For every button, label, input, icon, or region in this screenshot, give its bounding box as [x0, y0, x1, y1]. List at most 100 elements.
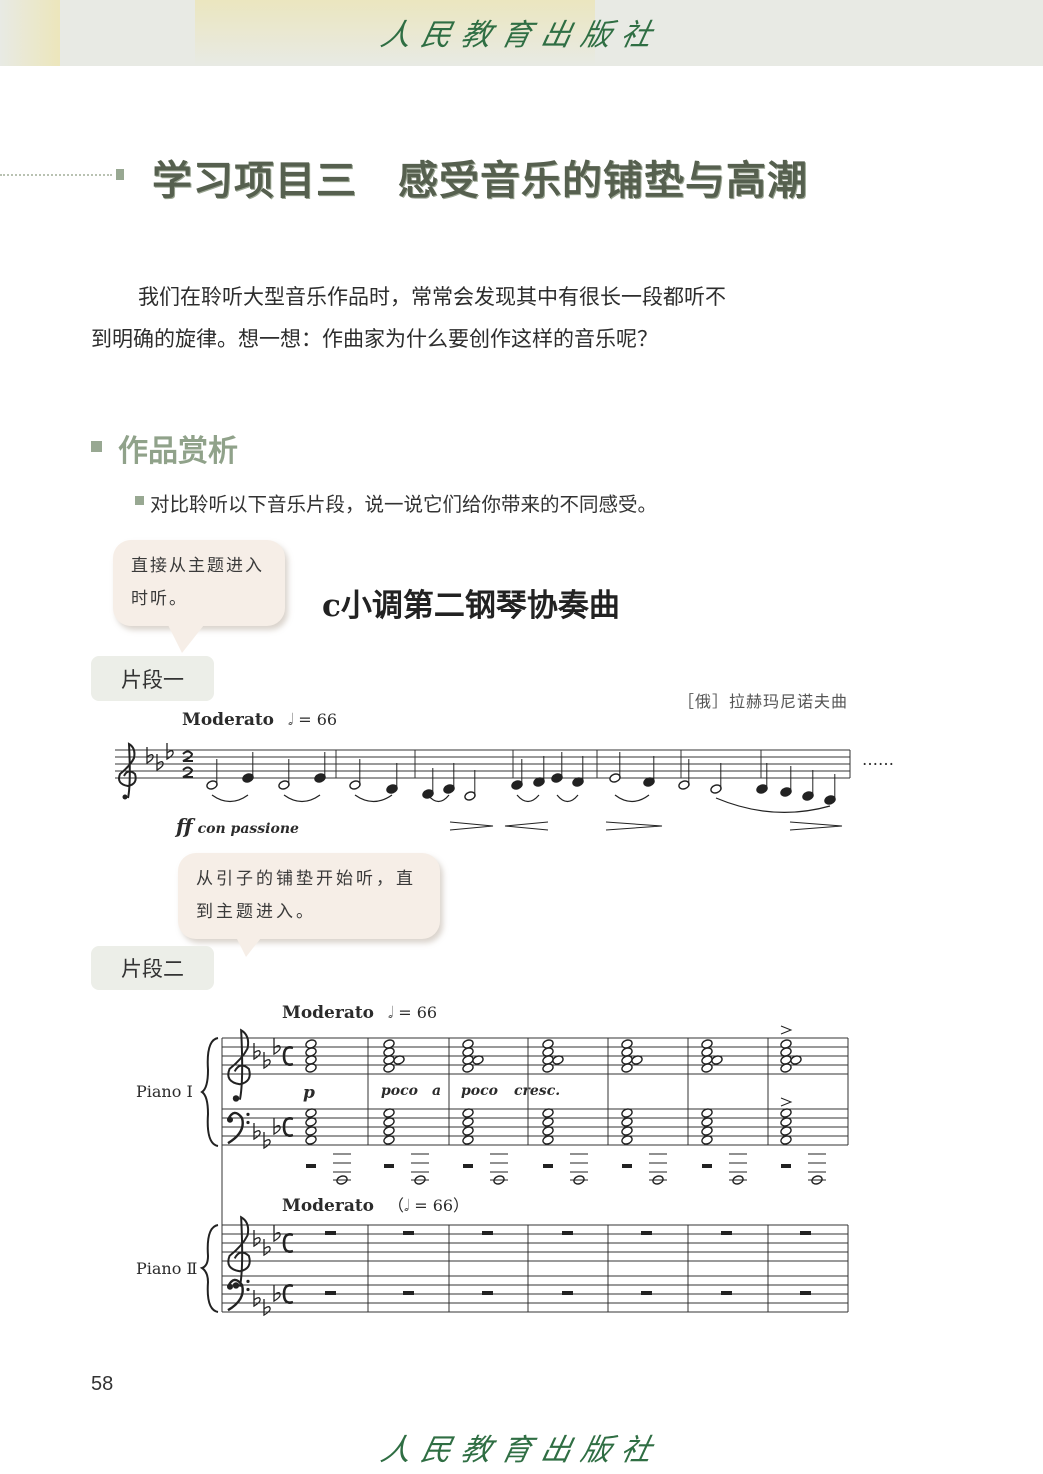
whole-rest — [403, 1291, 414, 1295]
note-head — [305, 1117, 317, 1127]
bass-clef — [226, 1111, 244, 1145]
flat-sign — [273, 1038, 281, 1056]
whole-rest — [800, 1291, 811, 1295]
flat-sign — [253, 1043, 261, 1061]
note-head — [780, 1135, 792, 1145]
flat-sign — [263, 1132, 271, 1150]
note-head — [701, 1135, 713, 1145]
note-head — [780, 1117, 792, 1127]
accent — [780, 1025, 793, 1035]
continuation-dots: …… — [862, 750, 894, 769]
decrescendo-hairpin — [789, 821, 843, 831]
whole-rest — [562, 1291, 573, 1295]
dynamic-marks: p poco a poco cresc. — [0, 1083, 1043, 1103]
instruction-text: 对比聆听以下音乐片段，说一说它们给你带来的不同感受。 — [150, 493, 658, 516]
common-time — [282, 1046, 294, 1066]
note-head — [462, 1108, 474, 1118]
note-head — [542, 1117, 554, 1127]
whole-rest — [325, 1231, 336, 1235]
tempo-word: Moderato — [182, 710, 275, 730]
brace — [200, 1037, 219, 1147]
speech-bubble-tail — [168, 625, 204, 653]
note-head — [383, 1135, 395, 1145]
intro-line: 到明确的旋律。想一想：作曲家为什么要创作这样的音乐呢？ — [91, 327, 658, 351]
treble-clef-dot — [122, 794, 128, 800]
dynamic-mark: p — [303, 1083, 315, 1103]
bass-clef-dot — [227, 1116, 233, 1123]
common-time — [282, 1233, 294, 1253]
decrescendo-hairpin — [449, 821, 494, 831]
note-head — [542, 1063, 554, 1073]
decrescendo-hairpin — [605, 821, 663, 831]
intro-paragraph: 我们在聆听大型音乐作品时，常常会发现其中有很长一段都听不 到明确的旋律。想一想：… — [91, 276, 831, 360]
whole-rest — [482, 1231, 493, 1235]
bass-clef-dot — [246, 1287, 250, 1292]
whole-rest — [641, 1291, 652, 1295]
slur — [614, 794, 650, 803]
whole-rest — [641, 1231, 652, 1235]
flat-sign — [273, 1285, 281, 1303]
whole-rest — [800, 1231, 811, 1235]
excerpt-label: 片段一 — [91, 656, 214, 701]
header-decoration — [0, 0, 60, 66]
dynamic-ff: ff — [176, 814, 193, 838]
note-head — [621, 1117, 633, 1127]
bullet-marker — [135, 496, 144, 505]
treble-clef — [227, 1215, 251, 1287]
bass-clef-dot — [246, 1279, 250, 1283]
note-head — [462, 1126, 474, 1136]
instrument-label: Piano Ⅱ — [136, 1259, 198, 1278]
rest — [463, 1164, 473, 1168]
expression-marking: ff con passione — [176, 814, 299, 838]
dynamic-mark: poco — [461, 1083, 498, 1099]
treble-clef — [227, 1028, 251, 1100]
note-head — [462, 1117, 474, 1127]
note-head — [701, 1126, 713, 1136]
bass-clef-dot — [246, 1112, 250, 1116]
note-head — [780, 1063, 792, 1073]
note-head — [621, 1063, 633, 1073]
header-decoration — [195, 0, 595, 66]
crescendo-hairpin — [504, 821, 549, 831]
speech-bubble: 从引子的铺垫开始听，直到主题进入。 — [178, 853, 440, 939]
note-head — [393, 1055, 405, 1065]
page-number: 58 — [91, 1373, 114, 1395]
expression-text: con passione — [197, 821, 299, 837]
note-head — [305, 1063, 317, 1073]
dynamic-mark: poco — [381, 1083, 418, 1099]
flat-sign — [253, 1290, 261, 1308]
tempo-marking: Moderato 𝅗𝅥 = 66 — [182, 710, 337, 730]
slur — [556, 794, 579, 803]
tempo-marking: Moderato 𝅗𝅥 = 66 — [282, 1003, 437, 1023]
brace — [199, 1224, 219, 1313]
whole-rest — [403, 1231, 414, 1235]
note-head — [790, 1055, 802, 1065]
title-marker — [116, 169, 124, 180]
note-head — [383, 1063, 395, 1073]
metronome-mark: 𝅗𝅥 = 66 — [388, 1003, 438, 1022]
tempo-word: Moderato — [282, 1196, 375, 1216]
note-head — [383, 1117, 395, 1127]
flat-sign — [273, 1118, 281, 1136]
section-heading: 作品赏析 — [118, 434, 238, 469]
whole-rest — [721, 1231, 732, 1235]
note-head — [462, 1135, 474, 1145]
title-dotted-rule — [0, 174, 112, 176]
flat-sign — [253, 1123, 261, 1141]
speech-bubble-tail — [232, 929, 268, 957]
slur — [715, 797, 831, 813]
whole-rest — [482, 1291, 493, 1295]
dynamic-mark: a — [432, 1083, 442, 1099]
metronome-mark: 𝅗𝅥 = 66 — [288, 710, 338, 729]
excerpt-label: 片段二 — [91, 946, 214, 990]
bass-clef — [226, 1278, 244, 1312]
whole-rest — [325, 1291, 336, 1295]
flat-sign — [156, 754, 164, 772]
flat-sign — [253, 1230, 261, 1248]
tempo-word: Moderato — [282, 1003, 375, 1023]
whole-rest — [721, 1291, 732, 1295]
note-head — [631, 1055, 643, 1065]
rest — [702, 1164, 712, 1168]
slur — [211, 794, 249, 803]
